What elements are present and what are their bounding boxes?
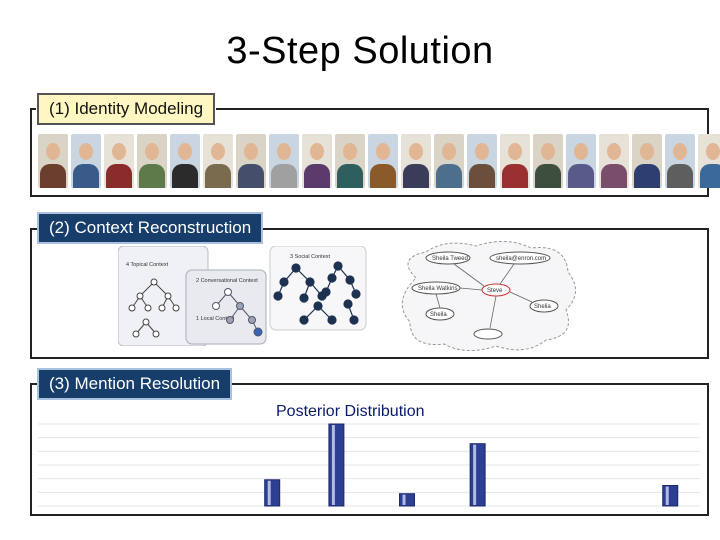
identity-photo [203, 134, 233, 188]
posterior-bar-highlight [267, 480, 271, 505]
graph-node-4: Steve [487, 288, 503, 294]
identity-photo [533, 134, 563, 188]
identity-photo [302, 134, 332, 188]
conversational-context-label: 2 Conversational Context [196, 278, 258, 284]
identity-photo [236, 134, 266, 188]
graph-node-6: Shelia [534, 304, 551, 310]
identity-photo [599, 134, 629, 188]
posterior-bar-highlight [402, 494, 406, 505]
identity-photo [467, 134, 497, 188]
graph-node-5: Sheila [430, 312, 447, 318]
posterior-bar [469, 443, 486, 507]
identity-photo-strip [38, 134, 720, 188]
identity-photo [335, 134, 365, 188]
identity-photo [401, 134, 431, 188]
mention-resolution-panel [30, 383, 709, 516]
identity-graph-diagram: Sheila Tweed sheila@enron.com Sheila Wat… [401, 241, 576, 351]
posterior-bar [662, 485, 679, 507]
local-context-label: 1 Local Context [196, 316, 235, 322]
posterior-bar-highlight [665, 486, 669, 505]
identity-photo [566, 134, 596, 188]
context-reconstruction-label: (2) Context Reconstruction [37, 212, 264, 244]
posterior-bar-highlight [331, 425, 335, 505]
social-context-label: 3 Social Context [290, 254, 331, 260]
identity-photo [269, 134, 299, 188]
topical-context-label: 4 Topical Context [126, 262, 169, 268]
page-title: 3-Step Solution [226, 30, 494, 72]
identity-photo [170, 134, 200, 188]
identity-photo [698, 134, 720, 188]
identity-modeling-label: (1) Identity Modeling [35, 92, 217, 126]
mention-resolution-label: (3) Mention Resolution [37, 368, 233, 400]
posterior-distribution-chart [38, 423, 700, 507]
identity-photo [434, 134, 464, 188]
identity-photo [368, 134, 398, 188]
posterior-bar [399, 493, 416, 507]
identity-photo [665, 134, 695, 188]
identity-photo [632, 134, 662, 188]
identity-photo [137, 134, 167, 188]
graph-node-1: Sheila Tweed [432, 256, 468, 262]
posterior-bar-highlight [473, 444, 477, 505]
posterior-bar [328, 423, 345, 507]
chart-title: Posterior Distribution [276, 403, 425, 420]
identity-photo [71, 134, 101, 188]
graph-node-3: Sheila Watkins [418, 286, 457, 292]
identity-photo [38, 134, 68, 188]
graph-node-2: sheila@enron.com [496, 256, 546, 262]
identity-photo [500, 134, 530, 188]
posterior-bar [264, 479, 281, 507]
context-trees-diagram: 4 Topical Context 2 Conversational Conte… [118, 246, 367, 346]
identity-photo [104, 134, 134, 188]
